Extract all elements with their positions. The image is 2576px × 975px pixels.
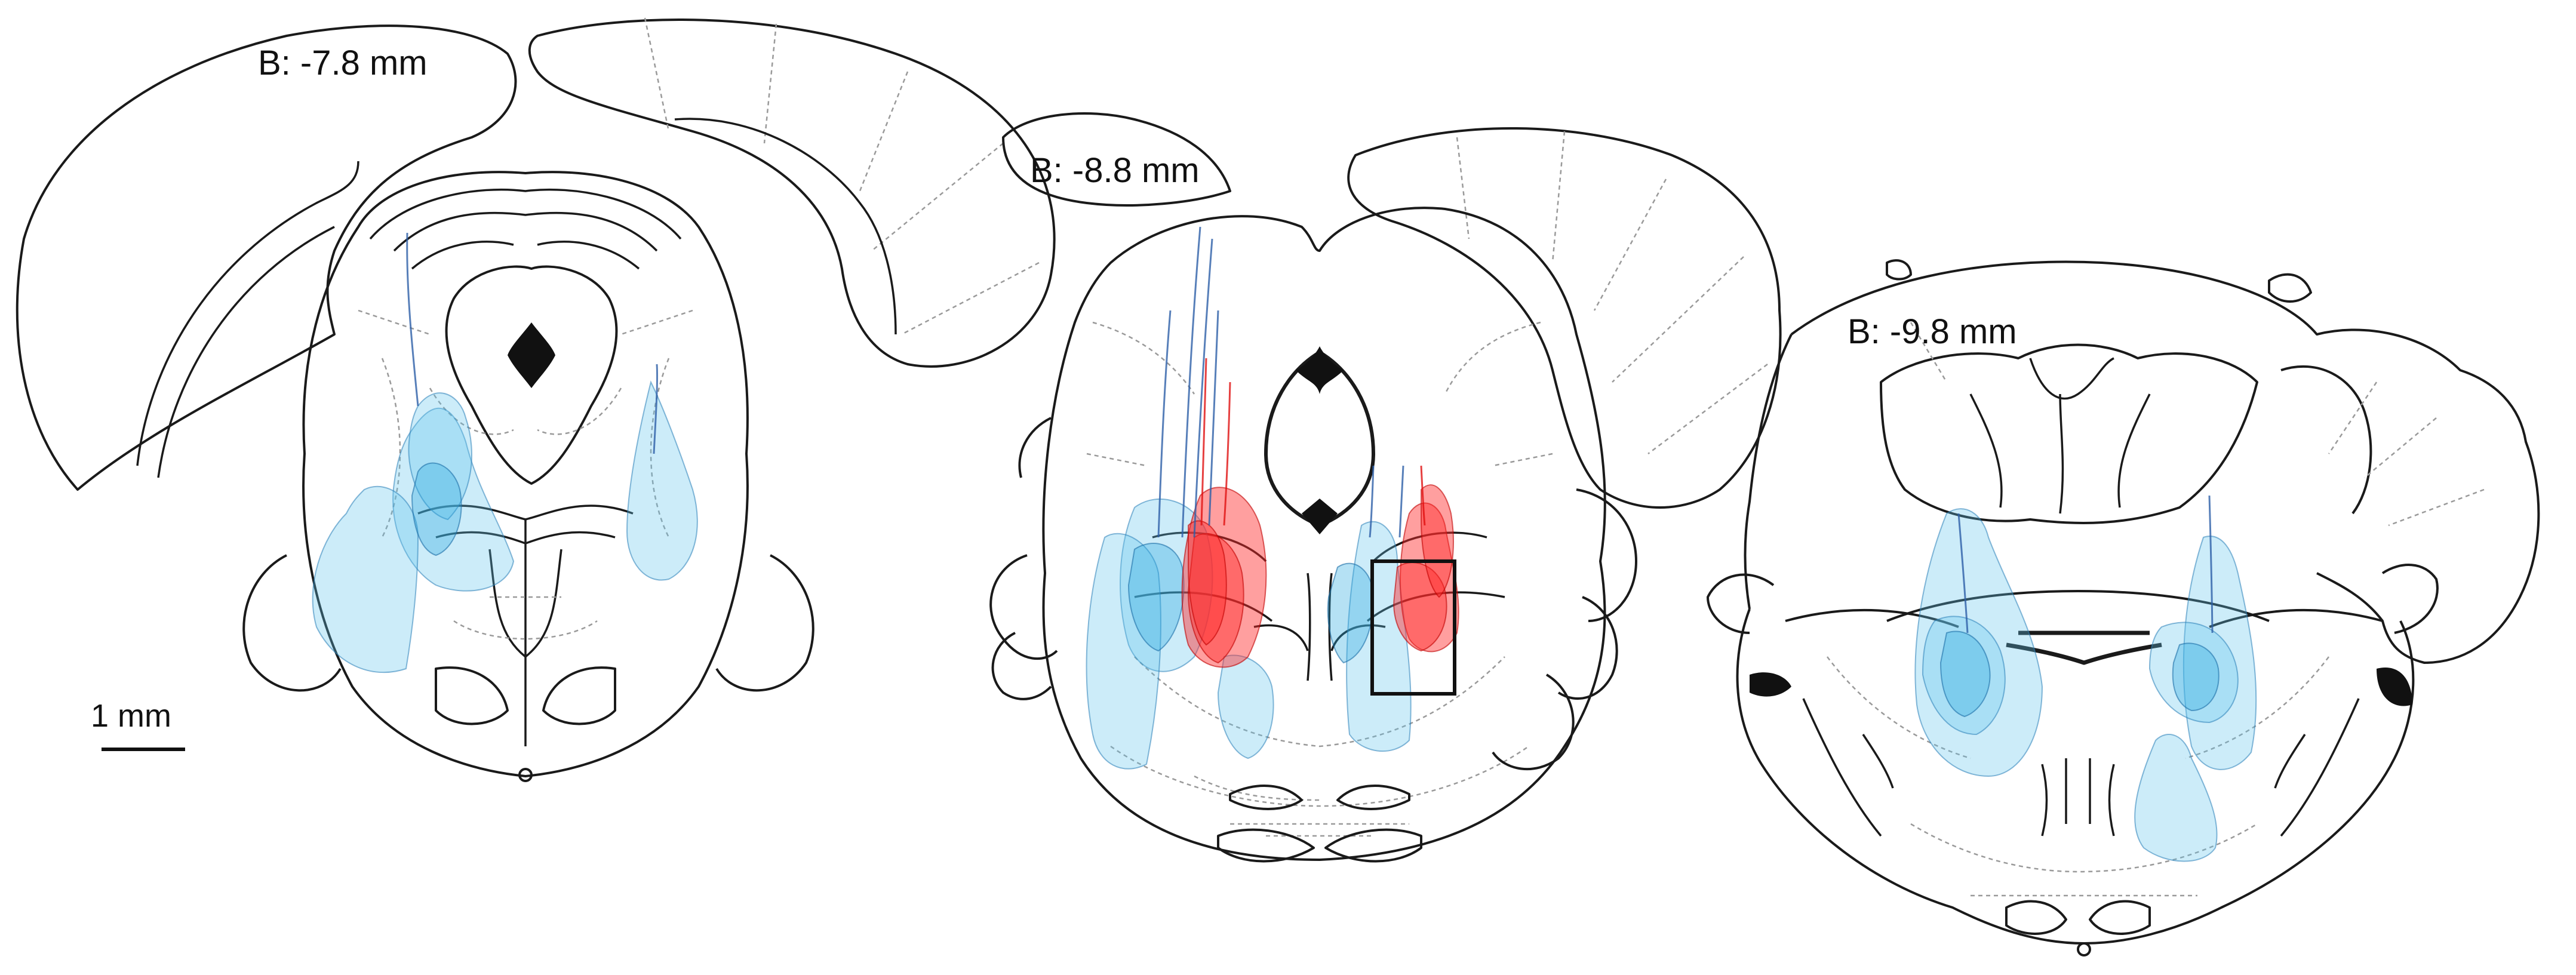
section-1-injection-4 — [626, 380, 698, 581]
scale-bar-label: 1 mm — [91, 698, 171, 734]
section-2-drawing — [989, 112, 1782, 863]
section-1-drawing — [16, 17, 1056, 782]
section-2-injection-2 — [1086, 533, 1161, 770]
section-1-injection-2 — [408, 392, 472, 521]
section-2-injection-5 — [1127, 543, 1185, 652]
section-2-injection-3 — [1217, 654, 1274, 759]
section-1-injection-5 — [411, 462, 462, 556]
scale-bar — [102, 748, 185, 751]
section-2-red-injection-2 — [1187, 533, 1244, 664]
section-3-injection-2 — [1922, 616, 2006, 736]
section-3-injection-6 — [2172, 642, 2220, 712]
section-2-red-injection-3 — [1188, 520, 1227, 646]
section-3-injection-3 — [1939, 630, 1991, 718]
section-2-body — [1042, 207, 1606, 861]
section-3-label: B: -9.8 mm — [1848, 312, 2017, 351]
section-3-injection-5 — [2148, 622, 2239, 724]
section-2-inset-box — [1370, 559, 1456, 696]
section-1-midbrain-body — [302, 171, 749, 777]
section-3-drawing — [1707, 259, 2540, 956]
section-3-injection-4 — [2182, 536, 2257, 770]
section-2-label: B: -8.8 mm — [1030, 151, 1200, 190]
section-2-red-injection-4 — [1400, 502, 1459, 653]
section-1-aqueduct — [508, 322, 555, 388]
section-2-red-injection-6 — [1421, 484, 1454, 598]
section-2-red-injection-1 — [1181, 487, 1267, 668]
section-1-left-cortex — [16, 24, 517, 491]
section-2-aqueduct — [1296, 346, 1344, 394]
section-3-cerebellum — [1790, 260, 2540, 664]
section-1-right-cortex — [528, 18, 1056, 368]
section-1-injection-3 — [312, 485, 419, 673]
section-1-label: B: -7.8 mm — [258, 44, 428, 82]
section-3-injection-7 — [2134, 734, 2218, 862]
section-2-injection-6 — [1327, 562, 1375, 664]
